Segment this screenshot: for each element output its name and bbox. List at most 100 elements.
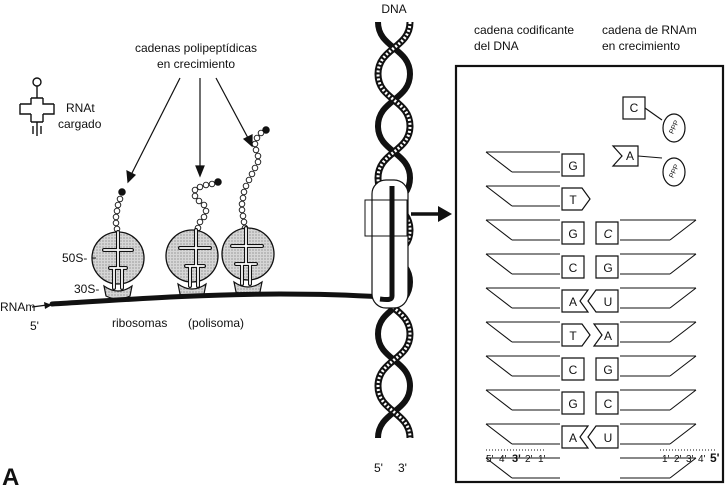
left-backbone-segment	[485, 253, 560, 275]
right-number-label: 1'	[662, 454, 670, 465]
dna-base-shape	[561, 153, 585, 177]
right-backbone-segment	[620, 321, 697, 343]
left-backbone-segment	[485, 457, 560, 479]
rna-base-shape	[595, 255, 619, 279]
dna-base-shape	[561, 221, 585, 245]
dna-base-letter: C	[569, 363, 578, 377]
ribosome-3	[221, 226, 275, 296]
rna-base-letter: G	[603, 363, 612, 377]
rna-base-shape	[595, 391, 619, 415]
rna-base-letter: C	[604, 397, 613, 411]
polysome-label: (polisoma)	[188, 316, 244, 330]
left-number-label: 5'	[486, 454, 494, 465]
rna-base-shape	[595, 357, 619, 381]
dna-base-shape	[561, 289, 590, 313]
right-number-label: 3'	[686, 454, 694, 465]
right-backbone-segment	[620, 389, 697, 411]
dna-base-shape	[561, 391, 585, 415]
rna-base-letter: U	[604, 431, 613, 445]
right-backbone-segment	[620, 355, 697, 377]
left-backbone-segment	[485, 355, 560, 377]
mrna-arrowhead	[44, 302, 52, 309]
dna-base-letter: G	[568, 227, 577, 241]
right-number-label: 4'	[698, 454, 706, 465]
mrna-strand	[49, 291, 399, 307]
polypeptide-title-2: en crecimiento	[157, 57, 235, 71]
left-backbone-segment	[485, 287, 560, 309]
rna-base-letter: C	[604, 227, 613, 241]
dna-base-shape	[561, 255, 585, 279]
dna-base-letter: T	[569, 193, 577, 207]
right-backbone-segment	[620, 219, 697, 241]
left-backbone-segment	[485, 389, 560, 411]
mrna-5prime-label: 5'	[30, 319, 39, 333]
left-number-label: 1'	[538, 454, 546, 465]
dna-base-shape	[561, 323, 591, 347]
left-number-label: 2'	[525, 454, 533, 465]
rna-base-shape	[587, 425, 619, 449]
rna-base-shape	[592, 323, 619, 347]
incoming-nucleotide-a: A PPP	[611, 145, 686, 187]
zoom-box	[364, 199, 408, 237]
right-number-label: 5'	[710, 451, 720, 465]
dna-label: DNA	[381, 2, 406, 16]
left-backbone-segment	[485, 321, 560, 343]
inset-frame	[454, 64, 725, 484]
trna-label: RNAt	[66, 101, 95, 115]
right-backbone-segment	[620, 287, 697, 309]
subunit-30s-label: 30S-	[74, 282, 99, 296]
numbering-labels: 5' 4' 3' 2' 1' 1' 2' 3' 4' 5'	[486, 451, 720, 465]
polypeptide-chain-2	[191, 178, 222, 232]
right-backbone-segment	[620, 253, 697, 275]
coding-strand-header-2: del DNA	[474, 39, 519, 53]
left-backbone-segment	[485, 423, 560, 445]
dna-base-letter: G	[568, 397, 577, 411]
dna-3prime-label: 3'	[398, 461, 407, 475]
polypeptide-title: cadenas polipeptídicas	[135, 41, 257, 55]
panel-label: A	[2, 464, 19, 487]
incoming-nucleotide-c: C PPP	[622, 96, 686, 143]
trna-label-2: cargado	[58, 117, 102, 131]
trna-icon	[19, 77, 55, 136]
rna-exit	[379, 295, 395, 303]
arrow-head-2	[195, 165, 205, 178]
dna-base-shape	[561, 357, 585, 381]
rna-base-letter: A	[604, 329, 612, 343]
polypeptide-chain-1	[112, 188, 126, 233]
arrow-head-3	[242, 134, 253, 148]
dna-base-letter: A	[569, 431, 577, 445]
coding-strand-header: cadena codificante	[474, 23, 574, 37]
growing-rna-header: cadena de RNAm	[602, 23, 697, 37]
left-backbone-segment	[485, 185, 560, 207]
rna-base-letter: U	[604, 295, 613, 309]
left-backbone-segment	[485, 219, 560, 241]
ribosome-1	[91, 230, 145, 300]
dna-base-shape	[561, 425, 590, 449]
base-pair-row: G	[561, 153, 585, 177]
left-number-label: 4'	[499, 454, 507, 465]
rna-base-shape	[595, 221, 619, 245]
dna-base-letter: C	[569, 261, 578, 275]
rna-base-shape	[587, 289, 619, 313]
arrow-line-3	[215, 77, 249, 139]
dna-base-letter: G	[568, 159, 577, 173]
growing-rna-header-2: en crecimiento	[602, 39, 680, 53]
incoming-base-a: A	[626, 149, 634, 163]
ribosomes-label: ribosomas	[112, 316, 167, 330]
right-backbone-segment	[620, 457, 697, 479]
base-pair-row: T	[561, 187, 591, 211]
left-number-label: 3'	[512, 453, 521, 465]
dna-base-letter: T	[569, 329, 577, 343]
zoom-arrow	[411, 206, 452, 222]
arrow-line-1	[130, 77, 181, 176]
right-number-label: 2'	[674, 454, 682, 465]
right-backbone-segment	[620, 423, 697, 445]
dna-base-shape	[561, 187, 591, 211]
